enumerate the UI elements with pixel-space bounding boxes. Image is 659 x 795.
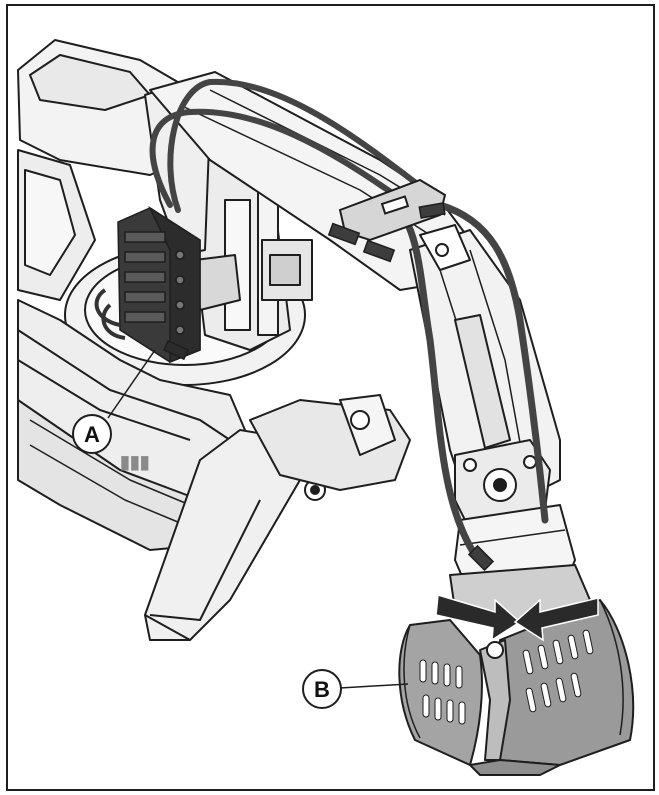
control-valve-block (94, 205, 201, 364)
hydraulic-hoses (149, 78, 549, 559)
callout-a: A (72, 414, 112, 454)
rotation-arrows (435, 594, 599, 642)
callout-a-label: A (84, 422, 100, 447)
chassis-logo: ▮▮▮ (120, 452, 150, 472)
callout-leaders (107, 349, 409, 689)
grapple-tool (398, 564, 635, 776)
callout-a-circle (72, 414, 112, 454)
leader-b (339, 683, 409, 689)
leader-a (107, 349, 156, 419)
hose-couplings (327, 202, 495, 572)
callout-b-label: B (314, 677, 330, 702)
callout-b: B (302, 669, 342, 709)
callout-b-circle (302, 669, 342, 709)
machine-body: ▮▮▮ (17, 39, 411, 641)
